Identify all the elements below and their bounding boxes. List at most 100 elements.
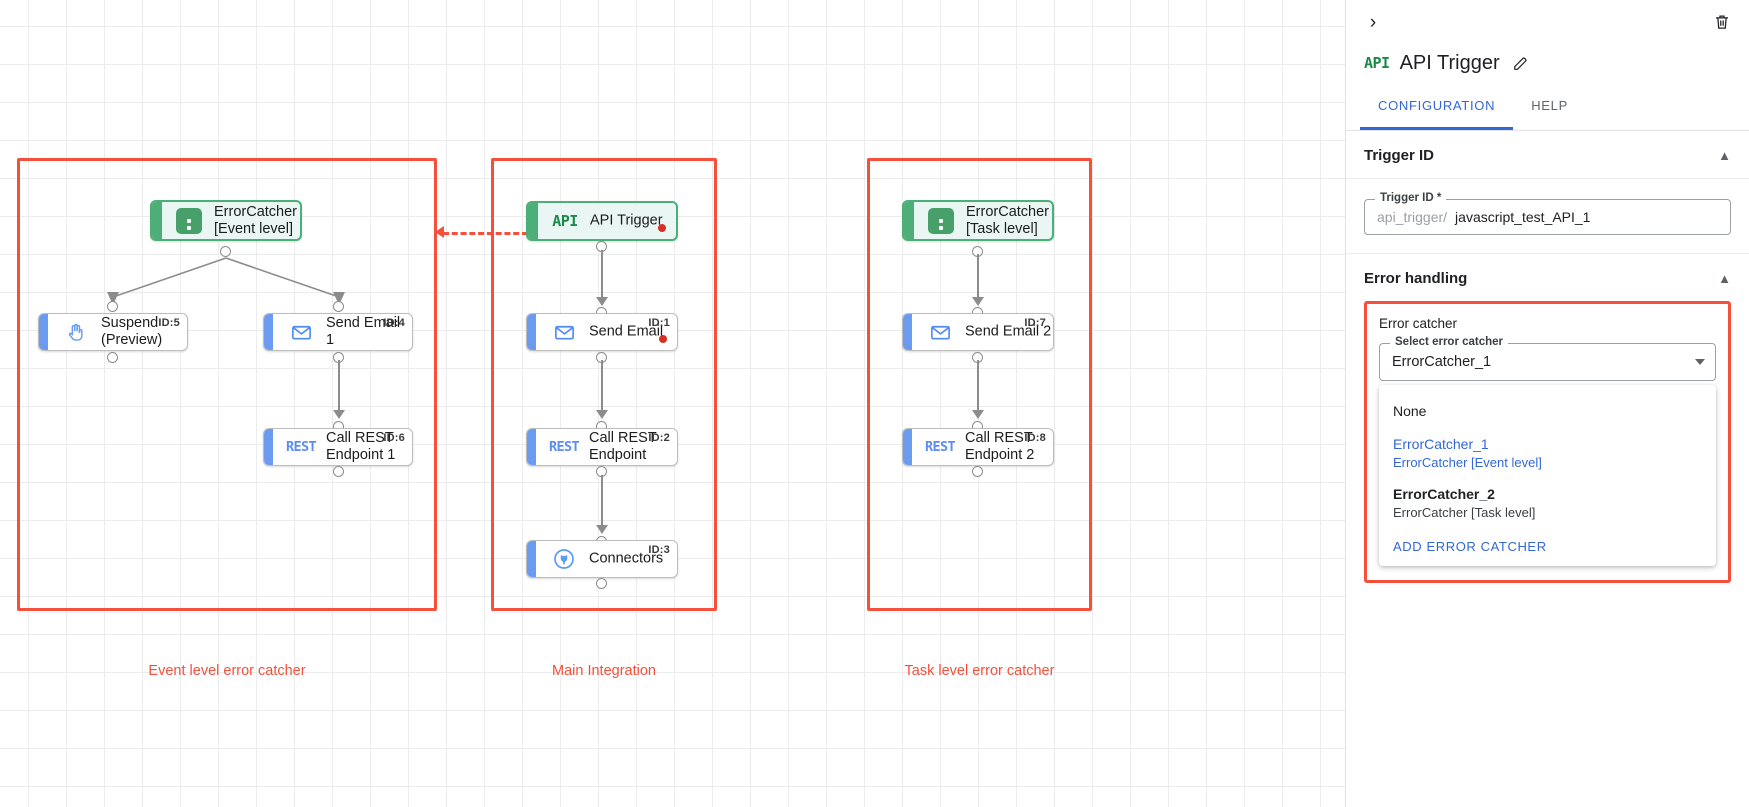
edge-send-email-2-to-rest-2	[977, 360, 979, 412]
node-accent	[264, 314, 273, 350]
node-call-rest-1[interactable]: REST Call REST Endpoint 1 ID:6	[263, 428, 413, 466]
node-id-badge: ID:8	[1024, 432, 1046, 444]
port-out-connectors[interactable]	[596, 578, 607, 589]
node-label: Connectors	[589, 550, 664, 567]
node-label: Send Email	[589, 323, 664, 340]
node-label: Call REST Endpoint 1	[326, 429, 396, 463]
error-catcher-highlight-box: Error catcher Select error catcher Error…	[1364, 301, 1731, 583]
add-error-catcher-button[interactable]: ADD ERROR CATCHER	[1393, 538, 1547, 554]
node-send-email-2[interactable]: Send Email 2 ID:7	[902, 313, 1054, 351]
node-send-email-1[interactable]: Send Email 1 ID:4	[263, 313, 413, 351]
node-id-badge: ID:2	[648, 432, 670, 444]
chevron-up-icon[interactable]: ▲	[1718, 271, 1731, 286]
chevron-right-icon[interactable]: ›	[1369, 12, 1377, 33]
port-out-call-rest-1[interactable]	[333, 466, 344, 477]
section-title: Trigger ID	[1364, 147, 1435, 164]
select-error-catcher-legend: Select error catcher	[1390, 336, 1509, 348]
rest-icon: REST	[548, 439, 580, 455]
node-error-catcher-event[interactable]: ErrorCatcher [Event level]	[150, 200, 302, 241]
node-accent	[903, 314, 912, 350]
page-title: API Trigger	[1399, 51, 1500, 74]
port-out-suspend[interactable]	[107, 352, 118, 363]
edge-catcher-to-send-email-2	[977, 254, 979, 300]
connectors-icon	[549, 544, 579, 574]
group-caption-task-level: Task level error catcher	[904, 663, 1055, 679]
branch-connectors	[107, 257, 345, 305]
node-label: Send Email 2	[965, 323, 1052, 340]
trash-icon[interactable]	[1709, 9, 1735, 35]
menu-item-error-catcher-2[interactable]: ErrorCatcher_2 ErrorCatcher [Task level]	[1393, 486, 1536, 521]
trigger-id-input[interactable]: Trigger ID * api_trigger/ javascript_tes…	[1364, 192, 1731, 235]
node-id-badge: ID:4	[383, 317, 405, 329]
group-frame-main-integration[interactable]	[491, 158, 717, 611]
menu-item-error-catcher-1[interactable]: ErrorCatcher_1 ErrorCatcher [Event level…	[1393, 435, 1542, 470]
node-label: ErrorCatcher [Event level]	[214, 203, 297, 237]
node-id-badge: ID:1	[648, 317, 670, 329]
chevron-down-icon[interactable]	[1695, 359, 1705, 365]
port-out-error-catcher-event[interactable]	[220, 246, 231, 257]
node-label: API Trigger	[590, 212, 663, 229]
tab-configuration[interactable]: CONFIGURATION	[1360, 98, 1514, 130]
section-header-error-handling[interactable]: Error handling ▲	[1346, 254, 1749, 301]
group-frame-task-level[interactable]	[867, 158, 1092, 611]
menu-item-none[interactable]: None	[1393, 403, 1427, 419]
api-icon: API	[552, 212, 578, 230]
node-id-badge: ID:3	[648, 544, 670, 556]
port-out-call-rest-2[interactable]	[972, 466, 983, 477]
node-suspend[interactable]: Suspend (Preview) ID:5	[38, 313, 188, 351]
tab-help[interactable]: HELP	[1531, 98, 1568, 113]
node-accent	[528, 203, 538, 239]
node-send-email[interactable]: Send Email ID:1	[526, 313, 678, 351]
node-label: Send Email 1	[326, 314, 401, 348]
node-accent	[527, 314, 536, 350]
select-error-catcher[interactable]: Select error catcher ErrorCatcher_1	[1379, 336, 1716, 381]
trigger-id-field-wrap: Trigger ID * api_trigger/ javascript_tes…	[1346, 179, 1749, 254]
node-id-badge: ID:6	[383, 432, 405, 444]
panel-tabs: CONFIGURATION HELP	[1346, 98, 1749, 131]
chevron-up-icon[interactable]: ▲	[1718, 148, 1731, 163]
edge-arrowhead	[333, 410, 345, 419]
node-label: ErrorCatcher [Task level]	[966, 203, 1049, 237]
node-call-rest-2[interactable]: REST Call REST Endpoint 2 ID:8	[902, 428, 1054, 466]
edge-arrowhead	[972, 410, 984, 419]
node-id-badge: ID:7	[1024, 317, 1046, 329]
error-handling-body: Error catcher Select error catcher Error…	[1346, 301, 1749, 583]
node-accent	[527, 429, 536, 465]
api-icon: API	[1364, 54, 1390, 72]
error-catcher-icon	[174, 206, 204, 236]
edge-rest-to-connectors	[601, 475, 603, 528]
node-label: Call REST Endpoint	[589, 429, 657, 463]
node-accent	[527, 541, 536, 577]
node-call-rest[interactable]: REST Call REST Endpoint ID:2	[526, 428, 678, 466]
node-error-catcher-task[interactable]: ErrorCatcher [Task level]	[902, 200, 1054, 241]
envelope-icon	[549, 317, 579, 347]
workflow-canvas[interactable]: Event level error catcher Main Integrati…	[0, 0, 1345, 807]
pencil-icon[interactable]	[1510, 52, 1532, 74]
node-connectors[interactable]: Connectors ID:3	[526, 540, 678, 578]
properties-panel: › API API Trigger CONFIGURATION HEL	[1345, 0, 1749, 807]
error-catcher-label: Error catcher	[1379, 316, 1458, 331]
port-in-send-email-1[interactable]	[333, 301, 344, 312]
error-catcher-dropdown-menu: None ErrorCatcher_1 ErrorCatcher [Event …	[1379, 385, 1716, 566]
edge-arrowhead	[596, 297, 608, 306]
group-caption-main-integration: Main Integration	[552, 663, 656, 679]
node-accent	[264, 429, 273, 465]
envelope-icon	[925, 317, 955, 347]
rest-icon: REST	[285, 439, 317, 455]
section-header-trigger-id[interactable]: Trigger ID ▲	[1346, 131, 1749, 179]
select-error-catcher-value: ErrorCatcher_1	[1392, 354, 1492, 370]
node-accent	[904, 202, 914, 239]
group-caption-event-level: Event level error catcher	[148, 663, 306, 679]
node-label: Call REST Endpoint 2	[965, 429, 1035, 463]
group-frame-event-level[interactable]	[17, 158, 437, 611]
node-label: Suspend (Preview)	[101, 314, 163, 348]
port-in-suspend[interactable]	[107, 301, 118, 312]
envelope-icon	[286, 317, 316, 347]
node-api-trigger[interactable]: API API Trigger	[526, 201, 678, 241]
hand-icon	[61, 317, 91, 347]
node-accent	[39, 314, 48, 350]
node-accent	[903, 429, 912, 465]
rest-icon: REST	[924, 439, 956, 455]
node-id-badge: ID:5	[158, 317, 180, 329]
node-accent	[152, 202, 162, 239]
